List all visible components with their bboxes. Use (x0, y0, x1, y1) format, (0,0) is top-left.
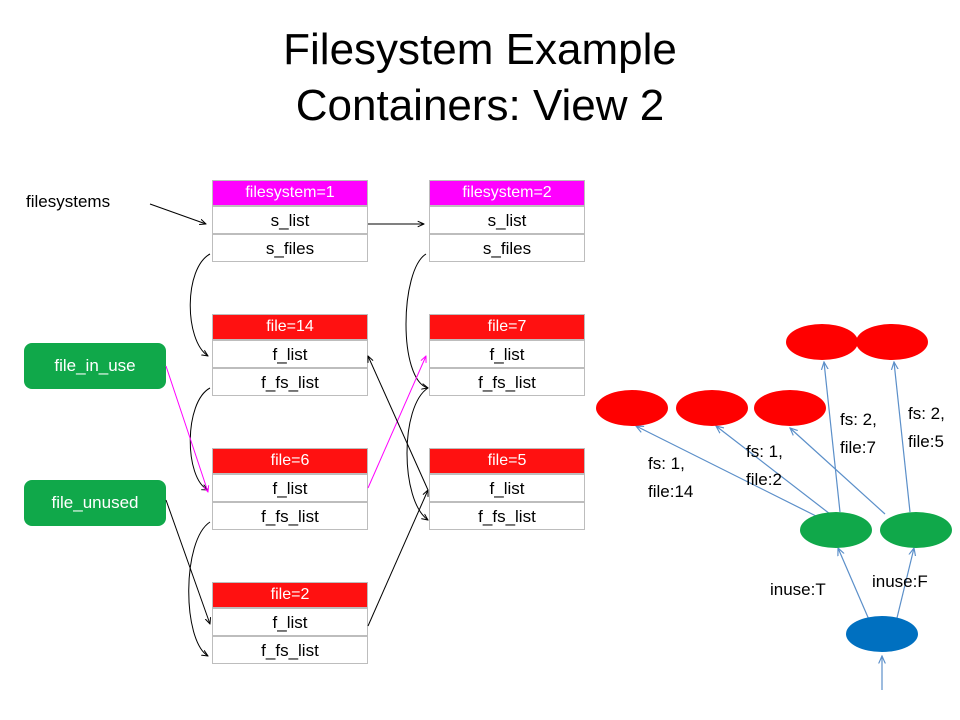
tree-node-root (846, 616, 918, 652)
tree-node-leaf-3 (754, 390, 826, 426)
filesystem-2-s-files: s_files (430, 233, 584, 261)
tree-node-leaf-2 (676, 390, 748, 426)
file-5-f-list: f_list (430, 473, 584, 501)
arrow-fs1-sfiles-to-file14 (189, 253, 211, 356)
title-line-2: Containers: View 2 (295, 81, 665, 130)
filesystems-label: filesystems (26, 192, 111, 211)
tree-edge-f-mid (824, 362, 841, 513)
tree-node-leaf-1 (596, 390, 668, 426)
filesystem-1-header: filesystem=1 (213, 181, 367, 205)
file-unused-pill: file_unused (24, 480, 166, 526)
file-6-header: file=6 (213, 449, 367, 473)
arrow-unused-to-file2 (165, 499, 210, 624)
arrow-fs2-sfiles-to-file7 (405, 253, 428, 388)
file-2-f-list: f_list (213, 607, 367, 635)
file-2-box: file=2 f_list f_fs_list (212, 582, 368, 664)
arrow-file6-to-file7 (367, 356, 426, 489)
tree-label-fs1-file2-line2: file:2 (746, 470, 782, 489)
arrow-file7-to-file5 (406, 387, 428, 520)
tree-edge-root-to-inuse-t (838, 548, 871, 623)
file-5-f-fs-list: f_fs_list (430, 501, 584, 529)
tree-label-fs1-file14-line2: file:14 (648, 482, 694, 501)
tree-node-inuse-t (800, 512, 872, 548)
file-6-box: file=6 f_list f_fs_list (212, 448, 368, 530)
tree-label-fs2-file7-line2: file:7 (840, 438, 876, 457)
file-2-f-fs-list: f_fs_list (213, 635, 367, 663)
arrow-filesystems-to-fs1 (149, 203, 206, 224)
tree-label-fs2-file7-line1: fs: 2, (840, 410, 877, 429)
tree-edge-t-to-file2 (716, 426, 831, 515)
tree-node-leaf-4 (786, 324, 858, 360)
arrow-inuse-to-file6 (165, 365, 208, 492)
tree-edge-f-to-file7 (790, 428, 886, 515)
page-title: Filesystem Example Containers: View 2 (0, 22, 960, 134)
filesystem-2-header: filesystem=2 (430, 181, 584, 205)
file-14-header: file=14 (213, 315, 367, 339)
tree-label-fs2-file5-line2: file:5 (908, 432, 944, 451)
file-in-use-pill: file_in_use (24, 343, 166, 389)
arrow-file14-fslist-down (189, 387, 211, 490)
arrow-file5-to-file14 (368, 356, 429, 491)
file-5-header: file=5 (430, 449, 584, 473)
tree-edge-f-to-file5 (894, 362, 911, 513)
file-7-box: file=7 f_list f_fs_list (429, 314, 585, 396)
file-7-f-list: f_list (430, 339, 584, 367)
tree-label-fs1-file14-line1: fs: 1, (648, 454, 685, 473)
filesystem-1-s-files: s_files (213, 233, 367, 261)
tree-label-inuse-t: inuse:T (770, 580, 826, 599)
filesystem-2-box: filesystem=2 s_list s_files (429, 180, 585, 262)
tree-edge-t-to-file14 (636, 426, 821, 519)
tree-label-fs1-file2: fs: 1, file:2 (746, 438, 783, 494)
arrow-file6-fslist-to-file2 (188, 521, 211, 656)
tree-label-inuse-f: inuse:F (872, 572, 928, 591)
tree-label-fs2-file5: fs: 2, file:5 (908, 400, 945, 456)
file-2-header: file=2 (213, 583, 367, 607)
file-7-f-fs-list: f_fs_list (430, 367, 584, 395)
filesystem-1-box: filesystem=1 s_list s_files (212, 180, 368, 262)
tree-label-fs2-file7: fs: 2, file:7 (840, 406, 877, 462)
file-14-box: file=14 f_list f_fs_list (212, 314, 368, 396)
tree-label-fs1-file2-line1: fs: 1, (746, 442, 783, 461)
file-6-f-list: f_list (213, 473, 367, 501)
tree-label-fs2-file5-line1: fs: 2, (908, 404, 945, 423)
tree-node-inuse-f (880, 512, 952, 548)
file-5-box: file=5 f_list f_fs_list (429, 448, 585, 530)
title-line-1: Filesystem Example (283, 25, 677, 74)
file-6-f-fs-list: f_fs_list (213, 501, 367, 529)
tree-label-fs1-file14: fs: 1, file:14 (648, 450, 693, 506)
tree-edge-root-to-inuse-f (895, 548, 914, 623)
file-14-f-fs-list: f_fs_list (213, 367, 367, 395)
filesystem-2-s-list: s_list (430, 205, 584, 233)
arrow-file2-to-file5 (367, 490, 428, 627)
tree-node-leaf-5 (856, 324, 928, 360)
file-14-f-list: f_list (213, 339, 367, 367)
filesystem-1-s-list: s_list (213, 205, 367, 233)
file-7-header: file=7 (430, 315, 584, 339)
